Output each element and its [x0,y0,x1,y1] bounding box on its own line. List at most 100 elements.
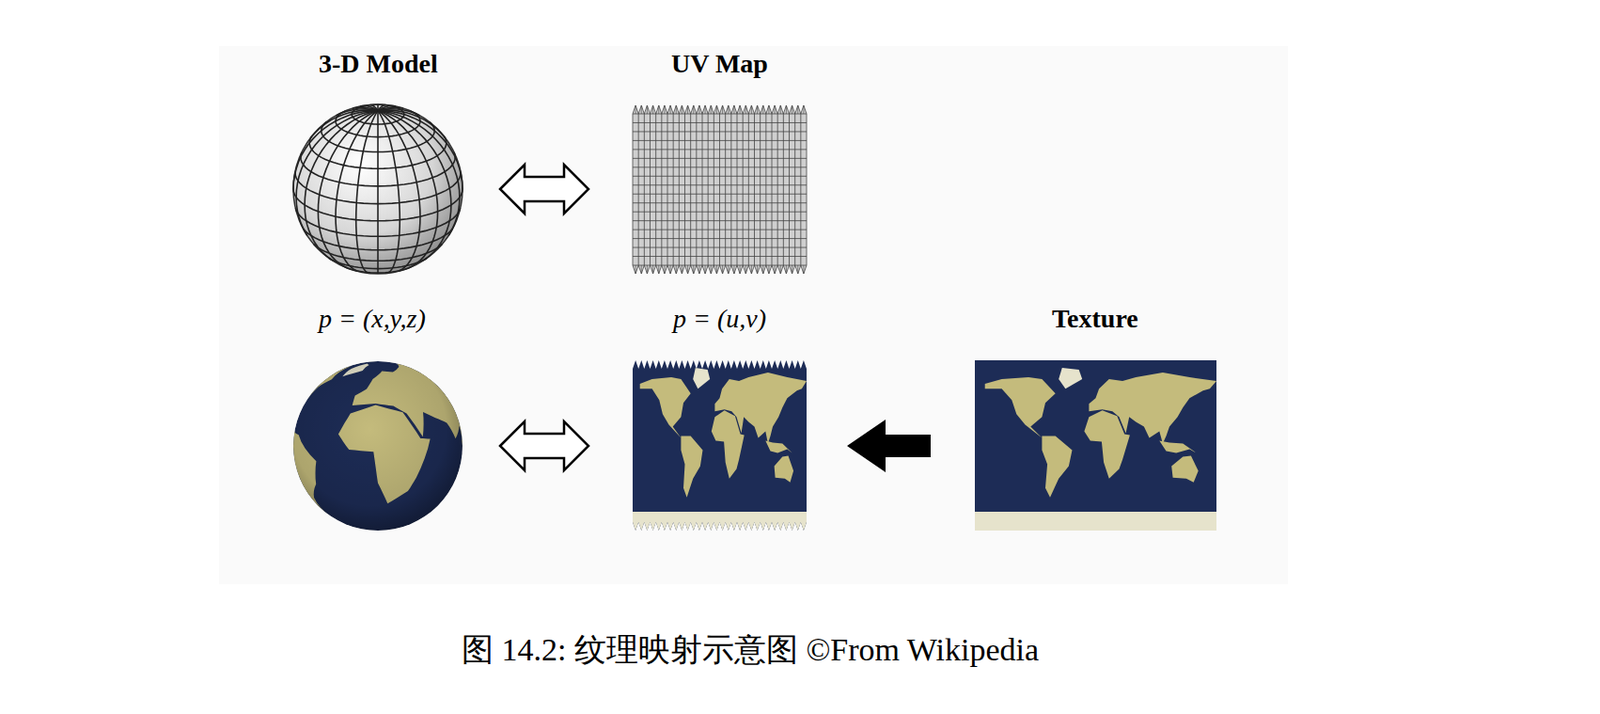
grid-line [737,113,738,266]
wireframe-line [304,110,378,260]
grid-line [663,265,665,274]
uv-grid-outline [632,105,807,274]
grid-line [765,113,767,266]
figure-ground [219,46,1288,584]
grid-line [632,140,807,142]
continent-shape [1159,440,1196,454]
grid-line [641,265,643,274]
grid-line [733,265,735,274]
grid-line [658,265,659,274]
grid-line [733,105,735,114]
continent-shape [680,435,703,497]
continent-shape [765,440,792,454]
grid-line [780,105,782,114]
grid-line [658,105,659,114]
grid-line [802,265,804,274]
grid-line [632,219,807,221]
wireframe-line [377,110,421,271]
continent-shape [1058,367,1083,389]
grid-line [719,113,721,266]
grid-line [632,184,807,186]
grid-line [632,130,807,132]
continent-shape [632,511,807,531]
grid-line [632,265,807,267]
wireframe-line [377,104,386,110]
grid-line [785,105,787,114]
wireframe-line [377,109,421,116]
grid-line [681,105,683,114]
grid-line [788,113,790,266]
grid-line [742,113,744,266]
grid-line [695,113,697,266]
grid-line [655,113,657,266]
continent-shape [711,409,745,478]
continent-shape [692,367,710,389]
coordinate-label: p = (x,y,z) [318,302,426,335]
grid-line [716,105,718,114]
grid-line [632,193,807,195]
grid-line [768,105,769,114]
continent-shape [1041,435,1072,497]
solid-arrow [847,419,931,472]
grid-line [768,265,769,274]
continent-shape [1083,409,1130,478]
grid-line [748,113,750,266]
grid-line [756,105,758,114]
grid-line [705,265,706,274]
continent-shape [1171,455,1199,483]
grid-line [721,105,723,114]
grid-line [663,105,665,114]
grid-line [635,105,637,114]
panel-heading: 3-D Model [318,47,439,80]
wireframe-sphere [293,104,463,274]
grid-line [692,105,694,114]
grid-line [687,265,689,274]
grid-line [783,113,785,266]
grid-line [667,113,669,266]
grid-line [756,265,758,274]
grid-line [745,265,747,274]
grid-line [670,265,672,274]
grid-line [762,265,764,274]
grid-line [632,148,807,150]
wireframe-line [376,110,379,274]
globe-shading [293,360,463,531]
grid-line [713,113,715,266]
grid-line [638,113,640,266]
grid-line [646,265,648,274]
wireframe-line [377,110,400,274]
wireframe-line [317,110,378,269]
grid-line [727,265,729,274]
grid-line [632,229,807,231]
panel-heading: UV Map [671,47,769,80]
uv-texture-map [632,360,807,531]
continent-shape [640,376,691,438]
grid-line [791,105,793,114]
grid-line [692,265,694,274]
grid-line [794,113,796,266]
grid-line [698,105,700,114]
panel-heading: Texture [1051,302,1139,335]
grid-line [710,105,712,114]
continent-shape [985,376,1056,438]
grid-line [753,113,755,266]
coordinate-label: p = (u,v) [673,302,767,335]
wireframe-line [356,110,378,274]
grid-line [632,255,807,257]
grid-line [721,265,723,274]
grid-line [710,265,712,274]
grid-line [652,265,654,274]
grid-line [802,105,804,114]
grid-line [684,113,686,266]
grid-line [777,113,779,266]
grid-line [649,113,651,266]
grid-line [739,265,741,274]
grid-line [727,105,729,114]
grid-line [632,122,807,124]
grid-line [797,265,799,274]
grid-line [632,202,807,204]
figure-caption: 图 14.2: 纹理映射示意图 ©From Wikipedia [461,630,1039,670]
grid-line [687,105,689,114]
wireframe-line [377,110,439,269]
